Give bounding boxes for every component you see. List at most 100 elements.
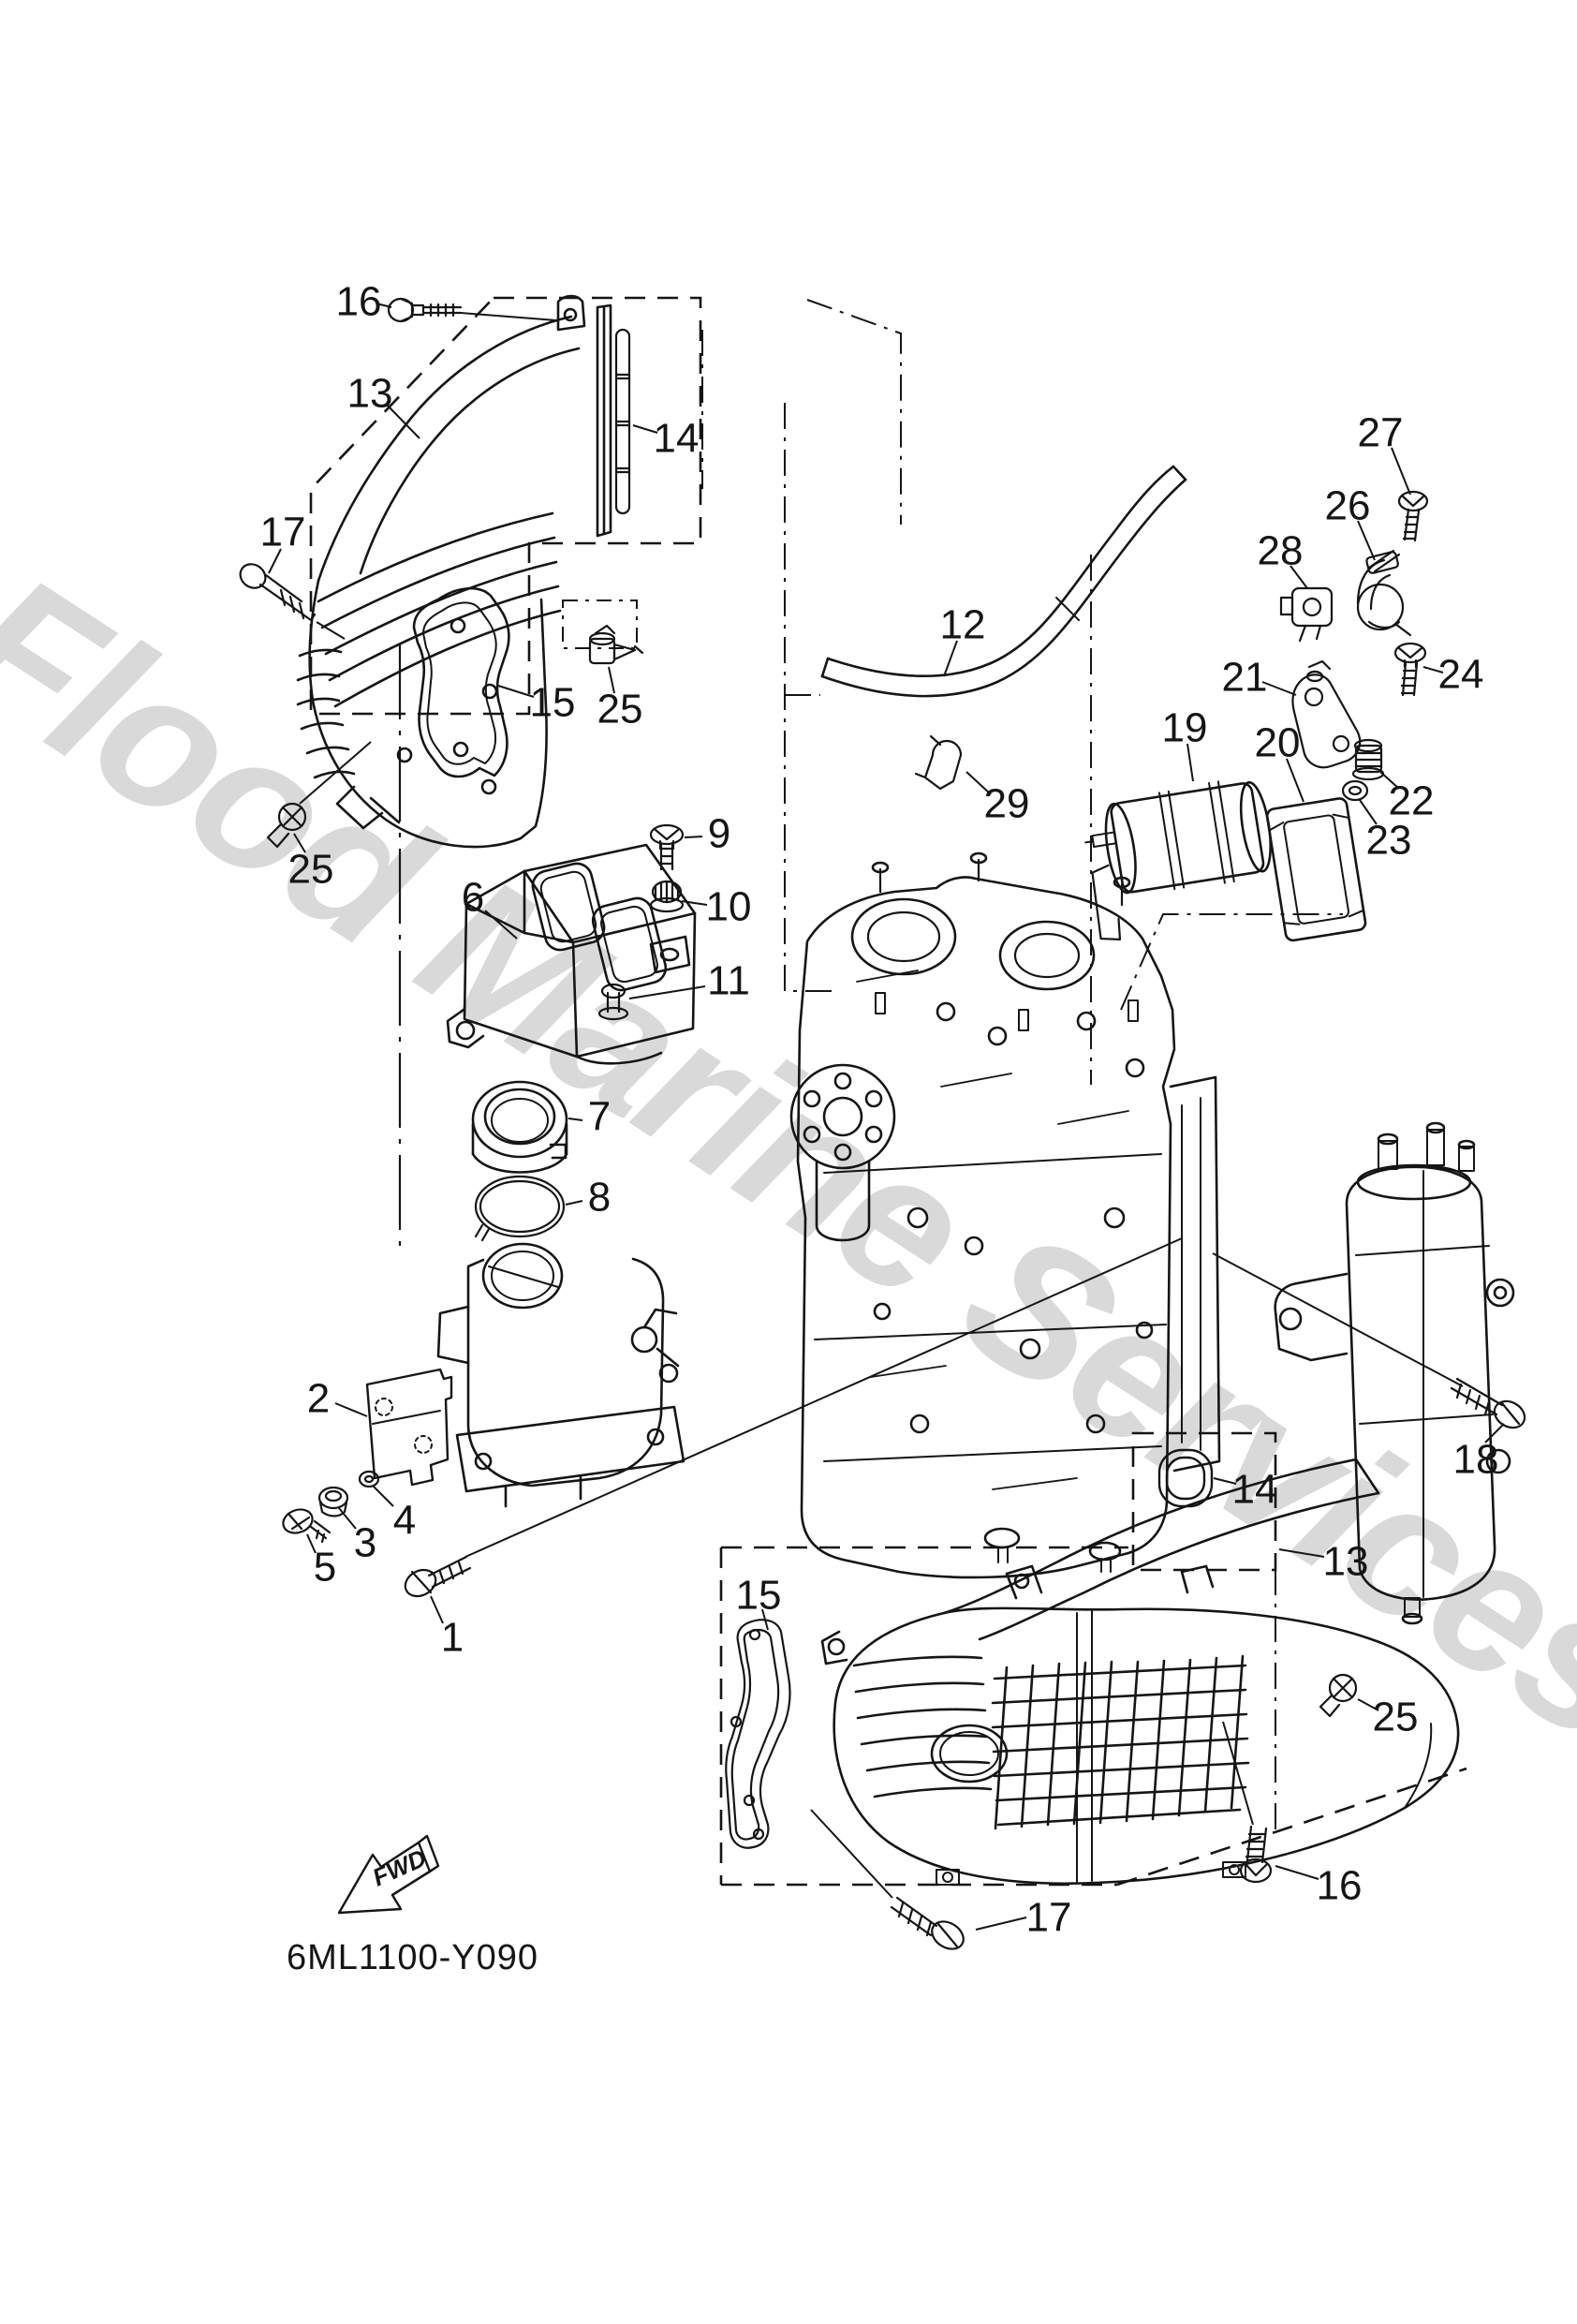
leader-line-25a [293,833,306,853]
breather-hose-12-drawing [820,465,1187,698]
throttle-body-drawing [436,1242,685,1508]
leader-line-4 [372,1485,394,1507]
leader-line-22 [1379,771,1400,790]
part-label-13b: 13 [1323,1539,1369,1585]
leader-line-19 [1186,743,1194,782]
upper-manifold-gasket-drawing [614,328,631,515]
part-label-8: 8 [588,1175,611,1221]
plate-2-drawing [365,1368,453,1487]
oring-8-drawing [474,1175,566,1242]
stay-21-drawing [1291,659,1362,769]
leader-line-17b [975,1917,1027,1931]
leader-line-17a [268,548,282,574]
leader-line-1 [464,1237,1183,1558]
bolt-16-bottom-drawing [1239,1825,1273,1884]
part-label-16a: 16 [336,279,382,325]
part-label-4: 4 [393,1498,416,1544]
leader-line-10 [681,900,708,906]
washer-23-drawing [1341,779,1369,802]
leader-line-16a [376,303,392,308]
leader-line-23 [1359,799,1378,825]
fwd-arrow-label: FWD [368,1843,430,1892]
plug-22-drawing [1351,738,1385,781]
sensor-28-drawing [1279,586,1334,643]
grommet-10-drawing [649,880,685,913]
leader-line-5 [306,1533,317,1554]
upper-manifold-dashed-box [309,296,702,716]
part-label-25a: 25 [288,847,334,893]
nut-3-drawing [317,1486,349,1517]
lower-manifold-dashed-box [719,1546,1467,1887]
leader-line-29 [965,771,992,795]
valve-dashed-box [562,600,638,649]
vapor-separator-drawing [1274,1121,1515,1625]
part-label-20: 20 [1255,720,1301,766]
leader-line-3 [338,1507,357,1530]
lower-oring-dashed-box [1131,1431,1277,1572]
part-label-25c: 25 [1373,1695,1419,1740]
leader-line-25c [1357,1698,1379,1711]
part-label-29: 29 [984,781,1030,827]
leader-line-15a [497,685,535,698]
leader-line-25a [299,741,372,805]
part-label-3: 3 [354,1520,376,1566]
part-label-17b: 17 [1026,1895,1072,1941]
bolt-16-upper-drawing [387,297,463,323]
part-label-17a: 17 [260,510,306,555]
fwd-arrow-icon [337,1834,440,1915]
valve-25-middle-drawing [588,624,644,665]
canister-19-drawing [1084,780,1272,941]
part-label-16b: 16 [1317,1863,1363,1909]
leader-line-7 [567,1118,583,1121]
part-label-14b: 14 [1232,1467,1278,1513]
leader-line-8 [565,1200,583,1206]
bolt-9-drawing [649,823,685,871]
upper-intake-manifold-drawing [296,294,612,849]
part-label-19: 19 [1162,705,1208,751]
bolt-17-upper-drawing [239,563,317,622]
leader-line-6 [484,910,518,940]
bolt-1-drawing [404,1555,472,1598]
part-label-11: 11 [707,958,750,1004]
part-label-27: 27 [1358,410,1404,456]
leader-line-13b [1278,1548,1325,1558]
part-label-21: 21 [1222,655,1268,701]
bracket-20-drawing [1265,797,1367,942]
lower-oring-drawing [1157,1448,1214,1508]
part-label-10: 10 [706,884,752,930]
washer-4-drawing [358,1470,380,1488]
part-label-15b: 15 [736,1573,782,1619]
engine-block-drawing [789,851,1221,1579]
bolt-17-bottom-drawing [890,1896,965,1950]
leader-line-25b [608,666,615,694]
leader-line-26 [1357,520,1376,561]
leader-line-16b [1275,1865,1319,1880]
leader-line-1 [430,1595,444,1624]
leader-line-21 [1261,681,1297,696]
leader-line-9 [684,836,703,838]
leader-line-12 [943,640,958,677]
leader-line-15b [761,1608,769,1631]
drawing-code: 6ML1100-Y090 [287,1938,538,1977]
leader-line-17b [810,1809,893,1899]
leader-line-28 [1290,565,1308,589]
part-label-2: 2 [307,1376,330,1422]
part-label-1: 1 [441,1615,464,1661]
leader-line-16a [460,312,557,321]
part-label-5: 5 [314,1545,336,1591]
nut-25-left-drawing [266,802,307,849]
part-label-15a: 15 [530,680,576,726]
part-label-26: 26 [1325,483,1371,529]
leader-line-2 [334,1402,368,1417]
leader-line-27 [1391,447,1411,496]
leader-line-14b [1213,1477,1237,1485]
leader-line-13a [386,404,420,439]
leader-line-17a [316,621,346,640]
leader-line-16b [1222,1721,1254,1826]
part-label-6: 6 [462,875,484,921]
nut-25-bottom-drawing [1319,1673,1358,1718]
dashed-boxes [309,296,1467,1887]
